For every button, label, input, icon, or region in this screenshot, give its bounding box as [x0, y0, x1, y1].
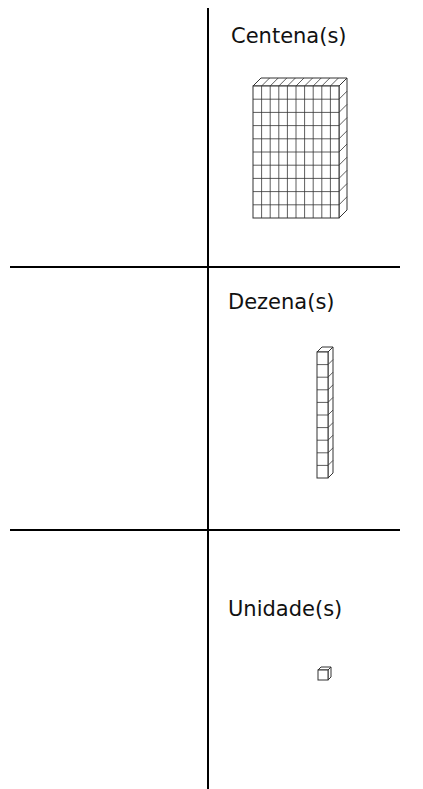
grid-line	[262, 78, 270, 86]
grid-line	[317, 427, 328, 428]
grid-line	[253, 165, 339, 166]
grid-line	[253, 125, 339, 126]
ten-rod	[317, 347, 333, 478]
grid-line	[339, 91, 347, 99]
grid-line	[313, 78, 321, 86]
grid-line	[328, 397, 333, 402]
row-divider	[10, 529, 400, 531]
grid-line	[253, 178, 339, 179]
place-value-heading: Centena(s)	[231, 24, 347, 49]
grid-line	[339, 144, 347, 152]
grid-line	[279, 78, 287, 86]
grid-line	[328, 423, 333, 428]
block-front	[318, 670, 328, 680]
grid-line	[328, 360, 333, 365]
grid-line	[253, 138, 339, 139]
grid-line	[287, 78, 295, 86]
grid-line	[339, 170, 347, 178]
grid-line	[317, 377, 328, 378]
grid-line	[339, 184, 347, 192]
grid-line	[296, 78, 304, 86]
place-value-heading: Dezena(s)	[228, 290, 335, 315]
grid-line	[253, 112, 339, 113]
grid-line	[253, 99, 339, 100]
grid-line	[339, 197, 347, 205]
grid-line	[328, 460, 333, 465]
grid-line	[328, 410, 333, 415]
grid-line	[305, 78, 313, 86]
grid-line	[322, 78, 330, 86]
grid-line	[317, 364, 328, 365]
block-side	[339, 78, 347, 218]
unit-cube	[318, 667, 331, 680]
grid-line	[339, 157, 347, 165]
grid-line	[270, 78, 278, 86]
grid-line	[339, 104, 347, 112]
grid-line	[317, 440, 328, 441]
grid-line	[253, 204, 339, 205]
grid-line	[317, 465, 328, 466]
column-divider	[207, 8, 209, 789]
block-front	[317, 352, 328, 478]
grid-line	[317, 389, 328, 390]
grid-line	[339, 118, 347, 126]
grid-line	[328, 435, 333, 440]
grid-line	[317, 452, 328, 453]
grid-line	[317, 402, 328, 403]
block-side	[328, 347, 333, 478]
row-divider	[10, 266, 400, 268]
grid-line	[328, 448, 333, 453]
grid-line	[317, 415, 328, 416]
block-top	[253, 78, 347, 86]
grid-line	[328, 385, 333, 390]
grid-line	[253, 191, 339, 192]
grid-line	[330, 78, 338, 86]
grid-line	[253, 152, 339, 153]
block-front	[253, 86, 339, 218]
grid-line	[339, 131, 347, 139]
grid-line	[328, 372, 333, 377]
place-value-heading: Unidade(s)	[228, 597, 342, 622]
hundred-flat	[253, 78, 347, 218]
